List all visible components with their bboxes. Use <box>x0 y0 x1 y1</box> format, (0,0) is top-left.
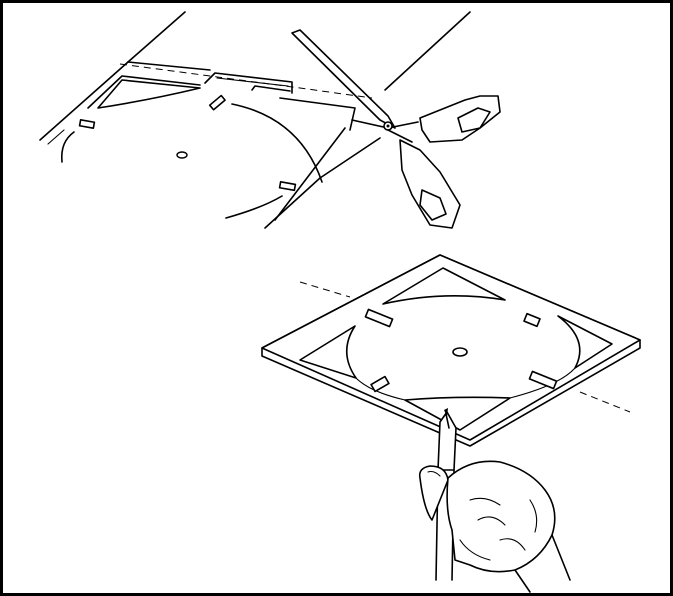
hand-icon <box>418 460 571 593</box>
template-sheet <box>39 11 471 229</box>
cut-out-template <box>261 254 641 447</box>
scissors-icon <box>291 29 501 229</box>
